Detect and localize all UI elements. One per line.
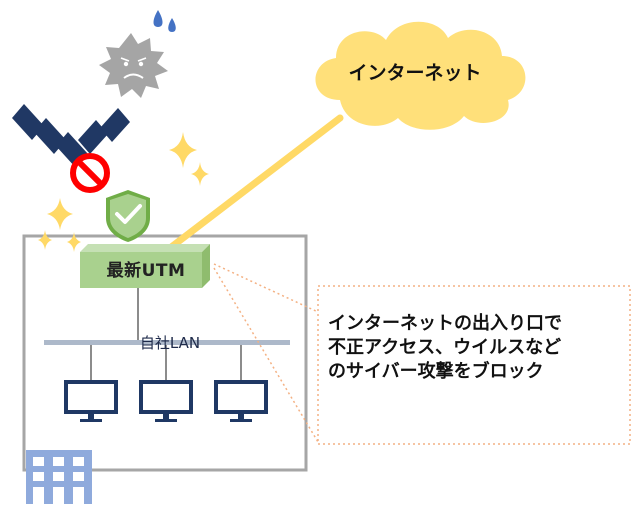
water-drop-icon <box>153 10 176 32</box>
callout-text: インターネットの出入り口で 不正アクセス、ウイルスなど のサイバー攻撃をブロック <box>328 312 628 384</box>
virus-icon <box>99 33 168 98</box>
internet-cloud <box>315 21 526 130</box>
arrow-chevrons-icon <box>12 104 130 168</box>
sparkle-icon <box>38 132 209 252</box>
callout-pointer-upper <box>213 263 319 313</box>
building-icon <box>26 450 92 504</box>
internet-label: インターネット <box>348 62 482 84</box>
callout-pointer-lower <box>213 267 319 443</box>
utm-label: 最新UTM <box>106 261 186 281</box>
callout-line: のサイバー攻撃をブロック <box>328 361 544 382</box>
utm-device <box>80 244 210 288</box>
monitor-icon <box>214 380 268 422</box>
monitor-icon <box>139 380 193 422</box>
lan-label: 自社LAN <box>139 334 201 352</box>
internet-link <box>166 114 344 252</box>
shield-check-icon <box>106 190 150 242</box>
callout-box <box>317 285 631 445</box>
prohibited-icon <box>70 153 110 193</box>
lan-bus <box>44 340 290 345</box>
callout-line: 不正アクセス、ウイルスなど <box>328 337 562 358</box>
callout-line: インターネットの出入り口で <box>328 313 562 334</box>
office-boundary <box>22 234 308 472</box>
monitor-icon <box>64 380 118 422</box>
